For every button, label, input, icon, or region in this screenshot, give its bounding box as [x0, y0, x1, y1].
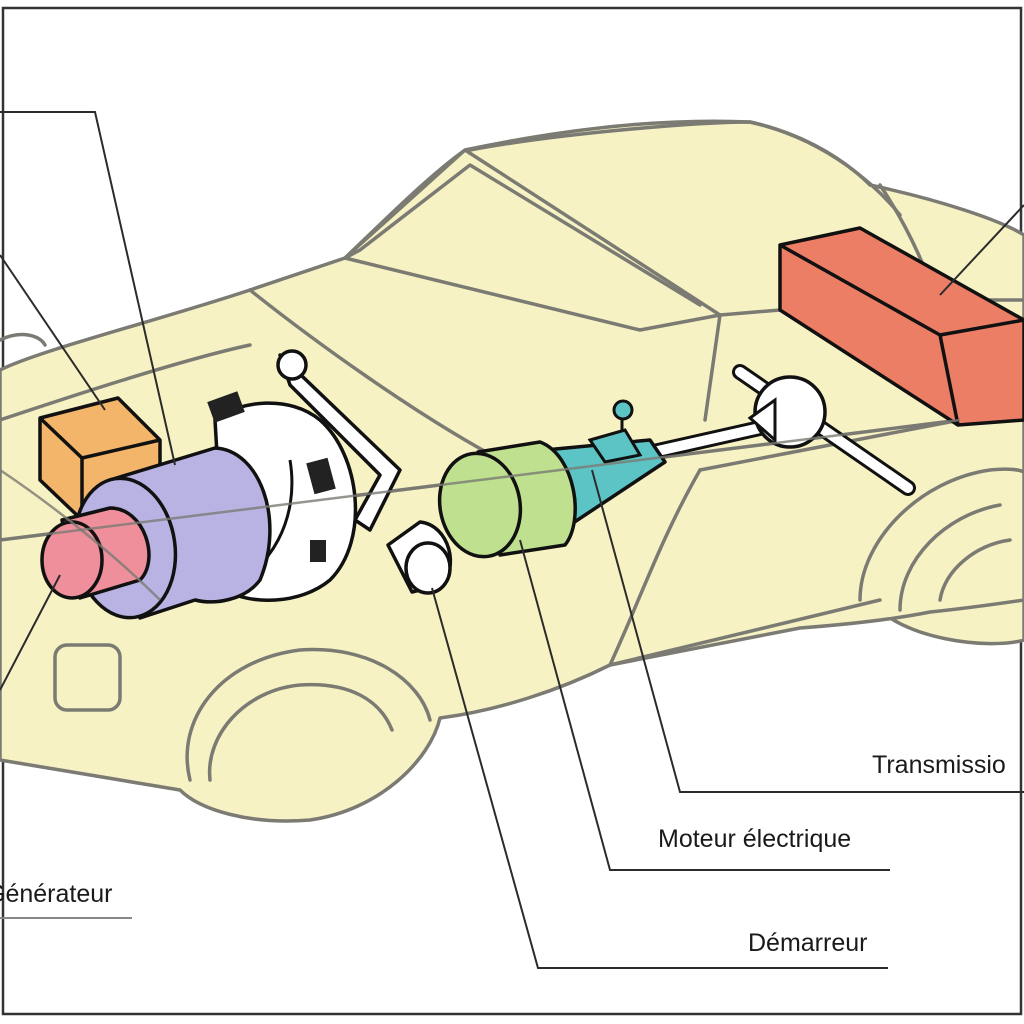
drive-shaft	[632, 364, 916, 496]
starter-cylinder	[386, 520, 453, 595]
label-generator: Générateur	[0, 880, 112, 908]
label-transmission: Transmissio	[872, 751, 1006, 779]
leader-lines	[0, 111, 1024, 969]
label-starter: Démarreur	[748, 929, 867, 957]
battery-box	[778, 226, 1024, 427]
label-electric-motor: Moteur électrique	[658, 825, 851, 853]
